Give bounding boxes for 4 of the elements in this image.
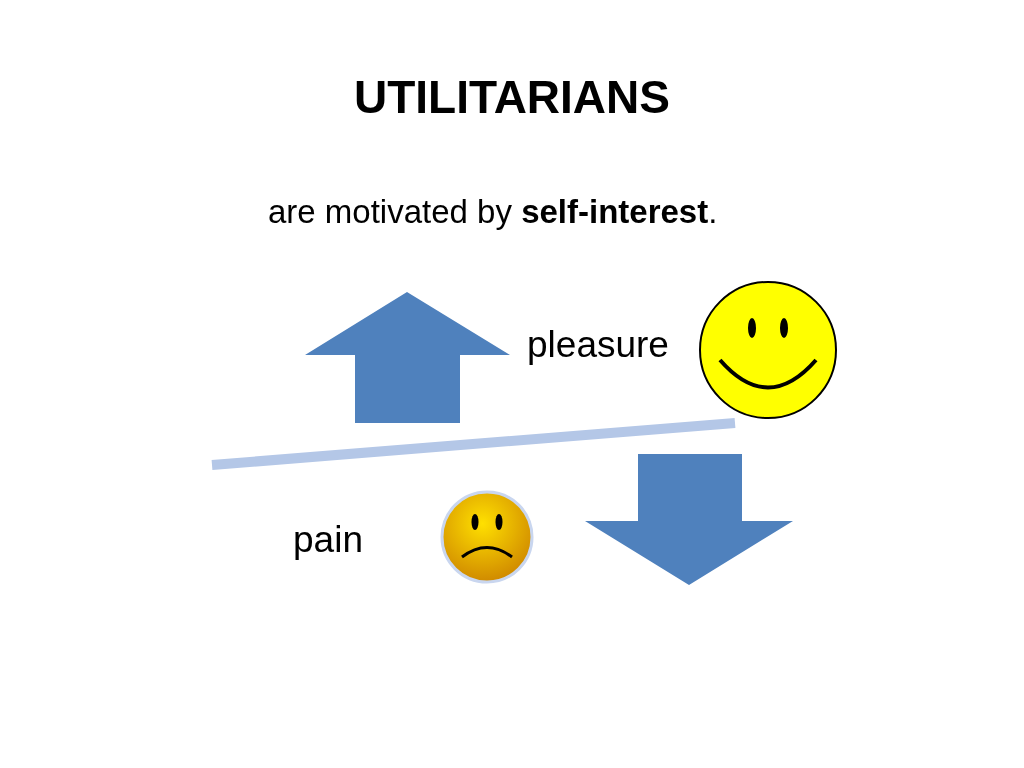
pleasure-label: pleasure — [527, 325, 669, 366]
subtitle-text: are motivated by self-interest. — [268, 194, 718, 231]
slide-title: UTILITARIANS — [353, 72, 671, 123]
pain-label: pain — [293, 520, 363, 561]
